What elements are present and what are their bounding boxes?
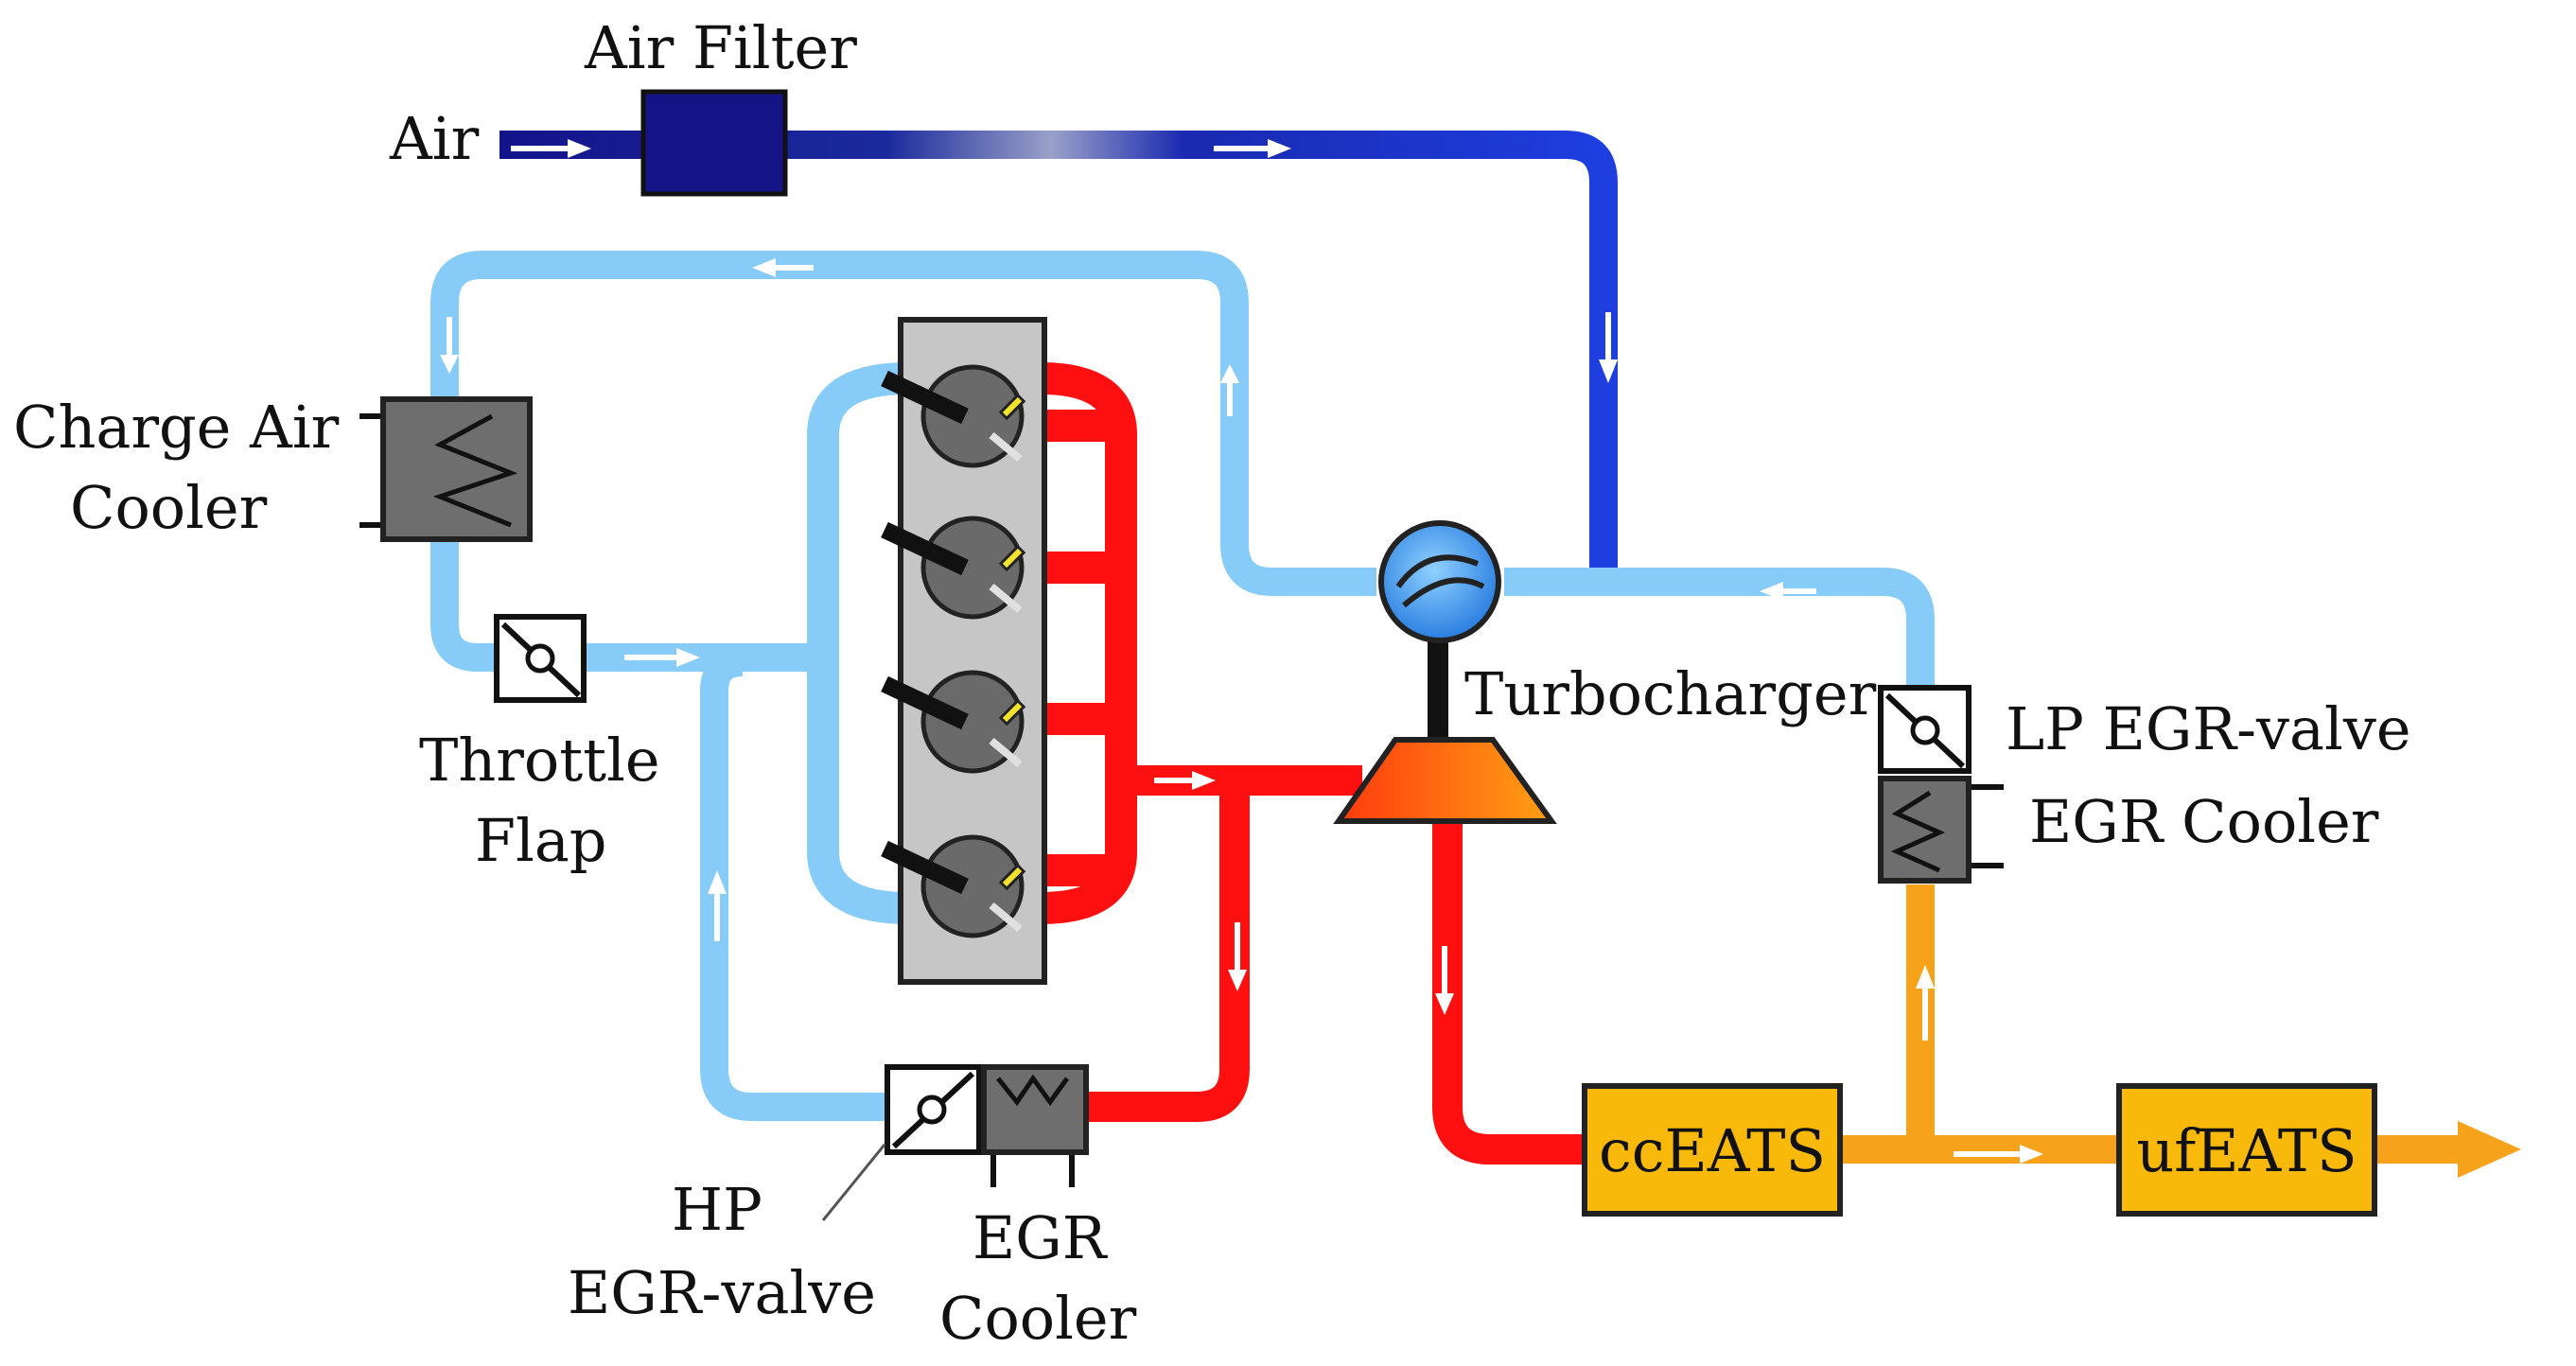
throttle-flap-label-line1: Throttle (419, 726, 660, 795)
hp-egr-cooler-label-line1: EGR (973, 1203, 1109, 1272)
lp-egr-cooler-label: EGR Cooler (2029, 787, 2379, 856)
turbine-to-cceats-pipe (1432, 814, 1585, 1165)
hp-egr-valve-label-line1: HP (672, 1175, 762, 1244)
intake-manifold (807, 362, 909, 924)
lp-egr-valve (1878, 685, 1971, 774)
throttle-flap (494, 614, 587, 703)
engine-block (881, 317, 1047, 985)
pipes (430, 131, 2460, 1165)
turbocharger-label: Turbocharger (1464, 659, 1877, 728)
lp-egr-valve-label: LP EGR-valve (2006, 694, 2411, 763)
charge-air-cooler-label-line1: Charge Air (13, 393, 340, 462)
outlet-arrow (2458, 1121, 2521, 1178)
air-filter (640, 89, 788, 197)
cylinder-4 (881, 834, 1026, 938)
charge-air-pipe (430, 251, 1376, 596)
lp-egr-return-pipe (1504, 568, 1935, 691)
ufeats-label: ufEATS (2136, 1116, 2357, 1185)
hp-egr-branch-pipe (1086, 780, 1250, 1122)
hp-egr-return-pipe (700, 648, 889, 1121)
cylinder-2 (881, 516, 1026, 620)
exhaust-manifold (1040, 362, 1137, 924)
ufeats-box (2116, 1083, 2377, 1217)
charge-air-cooler (359, 396, 533, 542)
air-label: Air (389, 104, 480, 173)
lp-egr-cooler (1878, 776, 2004, 884)
hp-egr-cooler-label-line2: Cooler (939, 1284, 1137, 1353)
hp-egr-cooler (981, 1064, 1089, 1187)
charge-air-cooler-label-line2: Cooler (70, 473, 268, 542)
fresh-air-pipe (499, 131, 1618, 568)
cooler-to-throttle-pipe (430, 539, 501, 672)
cylinder-1 (881, 364, 1026, 468)
cceats-box (1582, 1083, 1843, 1217)
turbocharger (1333, 520, 1557, 824)
air-filter-label: Air Filter (584, 13, 857, 82)
flow-arrows (440, 139, 2043, 1164)
hp-egr-valve-label-line2: EGR-valve (568, 1258, 876, 1327)
hp-egr-valve (821, 1064, 982, 1221)
cceats-label: ccEATS (1599, 1116, 1826, 1185)
throttle-flap-label-line2: Flap (475, 806, 607, 875)
turbine (1333, 737, 1557, 824)
cylinder-3 (881, 670, 1026, 774)
